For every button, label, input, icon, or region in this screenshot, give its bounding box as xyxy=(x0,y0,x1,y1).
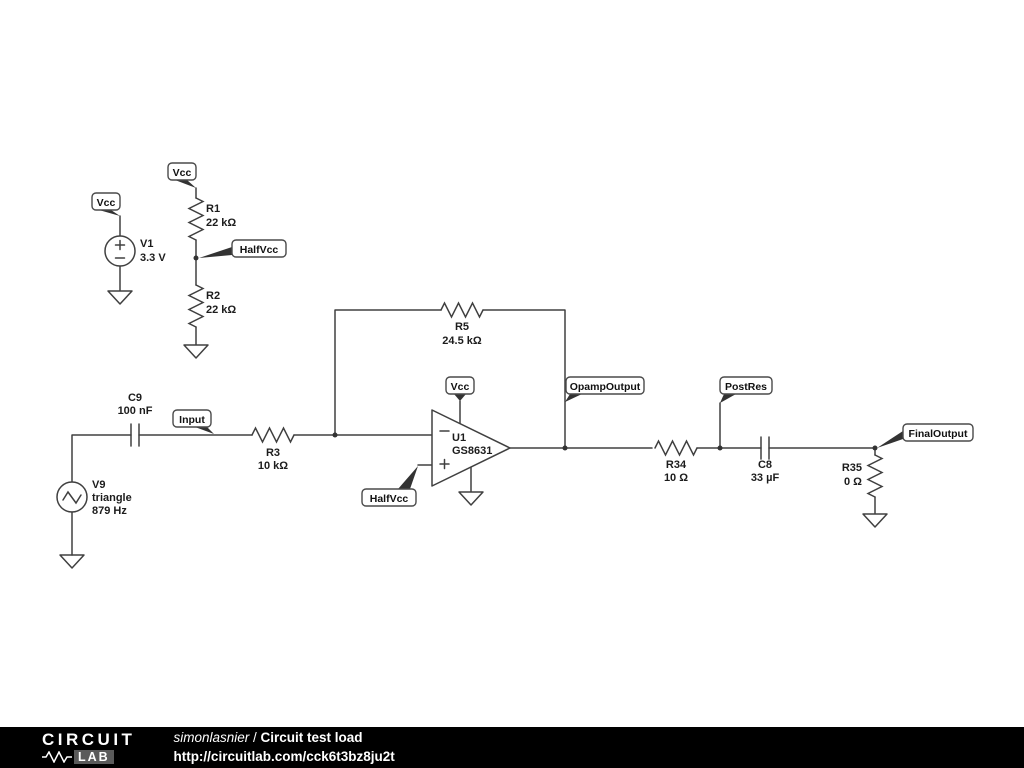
flag-label: PostRes xyxy=(725,381,767,393)
v9-frequency-label: 879 Hz xyxy=(92,505,127,517)
r2-ref-label: R2 xyxy=(206,290,220,302)
triangle-wave-glyph xyxy=(62,490,82,505)
net-flag-halfvcc-divider[interactable]: HalfVcc xyxy=(199,239,287,258)
junction-dot xyxy=(562,445,568,451)
net-flag-vcc-divider[interactable]: Vcc xyxy=(167,162,197,188)
r35-ref-label: R35 xyxy=(842,462,862,474)
c9-ref-label: C9 xyxy=(128,392,142,404)
flag-label: Input xyxy=(179,414,205,426)
footer-bar: CIRCUIT LAB simonlasnier / Circuit test … xyxy=(0,727,1024,768)
junction-dot xyxy=(332,432,338,438)
author-name: simonlasnier xyxy=(173,730,250,746)
component-r2-resistor[interactable]: R2 22 kΩ xyxy=(188,284,236,328)
net-flag-vcc-opamp[interactable]: Vcc xyxy=(445,376,475,401)
junction-dot xyxy=(717,445,723,451)
component-c8-capacitor[interactable]: C8 33 µF xyxy=(751,436,780,484)
net-flag-halfvcc-opamp[interactable]: HalfVcc xyxy=(361,466,418,507)
schematic-title: Circuit test load xyxy=(260,730,363,746)
net-flag-vcc-v1[interactable]: Vcc xyxy=(91,192,121,216)
r1-value-label: 22 kΩ xyxy=(206,217,236,229)
v9-waveform-label: triangle xyxy=(92,492,132,504)
schematic-canvas: V1 3.3 V R1 22 kΩ R2 22 kΩ V9 triangle 8… xyxy=(56,162,974,569)
v9-ref-label: V9 xyxy=(92,479,105,491)
component-v1-voltage-source[interactable]: V1 3.3 V xyxy=(104,235,166,267)
plus-sign xyxy=(114,239,126,251)
separator: / xyxy=(249,730,261,746)
flag-label: OpampOutput xyxy=(570,381,641,393)
junction-dot xyxy=(872,445,878,451)
r5-value-label: 24.5 kΩ xyxy=(442,335,482,347)
component-v9-function-generator[interactable]: V9 triangle 879 Hz xyxy=(56,479,132,517)
c9-value-label: 100 nF xyxy=(118,405,153,417)
c8-ref-label: C8 xyxy=(758,459,772,471)
v1-ref-label: V1 xyxy=(140,238,153,250)
junction-dots xyxy=(193,255,878,451)
flag-label: Vcc xyxy=(451,381,470,393)
flag-label: FinalOutput xyxy=(909,428,968,440)
net-flag-input[interactable]: Input xyxy=(172,409,214,434)
component-r35-resistor[interactable]: R35 0 Ω xyxy=(842,454,883,498)
resistor-zigzag-icon xyxy=(42,751,72,763)
component-r34-resistor[interactable]: R34 10 Ω xyxy=(654,440,698,484)
u1-ref-label: U1 xyxy=(452,432,466,444)
r34-ref-label: R34 xyxy=(666,459,687,471)
ground-symbol[interactable] xyxy=(183,344,209,359)
schematic-url[interactable]: http://circuitlab.com/cck6t3bz8ju2t xyxy=(173,748,395,764)
wire xyxy=(334,309,442,436)
author-title-line: simonlasnier / Circuit test load xyxy=(173,729,394,747)
component-u1-opamp[interactable]: U1 GS8631 xyxy=(431,409,511,487)
net-flag-opamp-output[interactable]: OpampOutput xyxy=(565,376,645,402)
flag-label: HalfVcc xyxy=(370,493,409,505)
u1-value-label: GS8631 xyxy=(452,445,492,457)
ground-symbol[interactable] xyxy=(862,513,888,528)
ground-symbol[interactable] xyxy=(59,554,85,569)
r2-value-label: 22 kΩ xyxy=(206,304,236,316)
r3-ref-label: R3 xyxy=(266,447,280,459)
noninverting-input-mark xyxy=(439,458,450,470)
r3-value-label: 10 kΩ xyxy=(258,460,288,472)
circuitlab-logo: CIRCUIT LAB xyxy=(42,731,135,764)
ground-symbol[interactable] xyxy=(107,290,133,305)
r1-ref-label: R1 xyxy=(206,203,220,215)
r35-value-label: 0 Ω xyxy=(844,476,862,488)
wire xyxy=(482,309,566,449)
junction-dot xyxy=(193,255,199,261)
flag-label: Vcc xyxy=(97,197,116,209)
flag-label: Vcc xyxy=(173,167,192,179)
v1-value-label: 3.3 V xyxy=(140,252,166,264)
c8-value-label: 33 µF xyxy=(751,472,780,484)
wire xyxy=(71,434,132,483)
r5-ref-label: R5 xyxy=(455,321,469,333)
component-r5-resistor[interactable]: R5 24.5 kΩ xyxy=(440,302,484,347)
logo-circuit-text: CIRCUIT xyxy=(42,730,136,749)
flag-label: HalfVcc xyxy=(240,244,279,256)
net-flag-final-output[interactable]: FinalOutput xyxy=(877,423,974,448)
r34-value-label: 10 Ω xyxy=(664,472,688,484)
component-r3-resistor[interactable]: R3 10 kΩ xyxy=(251,427,295,472)
component-c9-capacitor[interactable]: C9 100 nF xyxy=(118,392,153,447)
ground-symbol[interactable] xyxy=(458,491,484,506)
component-r1-resistor[interactable]: R1 22 kΩ xyxy=(188,197,236,241)
logo-lab-text: LAB xyxy=(74,750,114,764)
schematic-meta: simonlasnier / Circuit test load http://… xyxy=(173,729,394,765)
net-flag-post-res[interactable]: PostRes xyxy=(719,376,773,403)
